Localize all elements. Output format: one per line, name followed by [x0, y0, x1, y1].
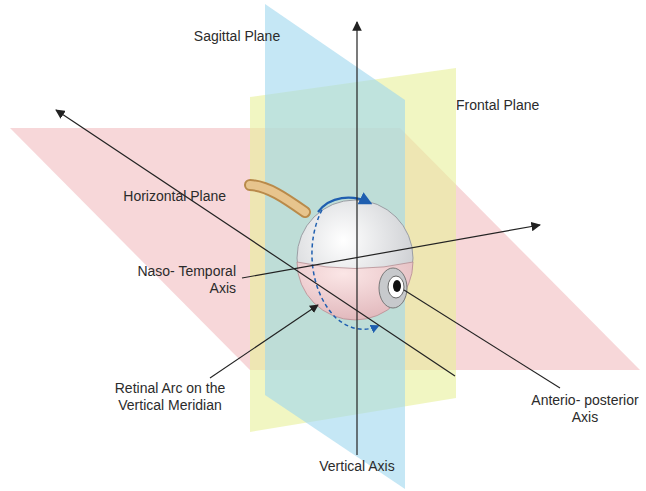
- pupil: [393, 280, 401, 292]
- anterio-posterior-axis: [56, 110, 455, 376]
- axis-plane-label: Horizontal Plane: [86, 188, 226, 205]
- optic-nerve: [250, 185, 305, 212]
- naso-temporal-axis: [242, 225, 540, 278]
- axis-plane-label: Sagittal Plane: [172, 28, 302, 45]
- retinal-arc-dashed: [312, 210, 378, 329]
- axis-plane-label: Naso- Temporal Axis: [126, 263, 236, 297]
- eyeball-lower-half: [297, 262, 413, 320]
- cornea: [379, 268, 407, 308]
- leader-line: [210, 305, 318, 378]
- axis-plane-label: Retinal Arc on the Vertical Meridian: [110, 380, 230, 414]
- iris: [388, 276, 404, 298]
- axis-plane-label: Anterio- posterior Axis: [530, 392, 640, 426]
- vertical-axis: [356, 22, 357, 455]
- optic-nerve: [250, 185, 305, 212]
- axis-plane-label: Frontal Plane: [456, 97, 576, 114]
- retinal-arc-top: [318, 198, 370, 212]
- axis-plane-label: Vertical Axis: [297, 458, 417, 475]
- leader-line: [404, 290, 560, 388]
